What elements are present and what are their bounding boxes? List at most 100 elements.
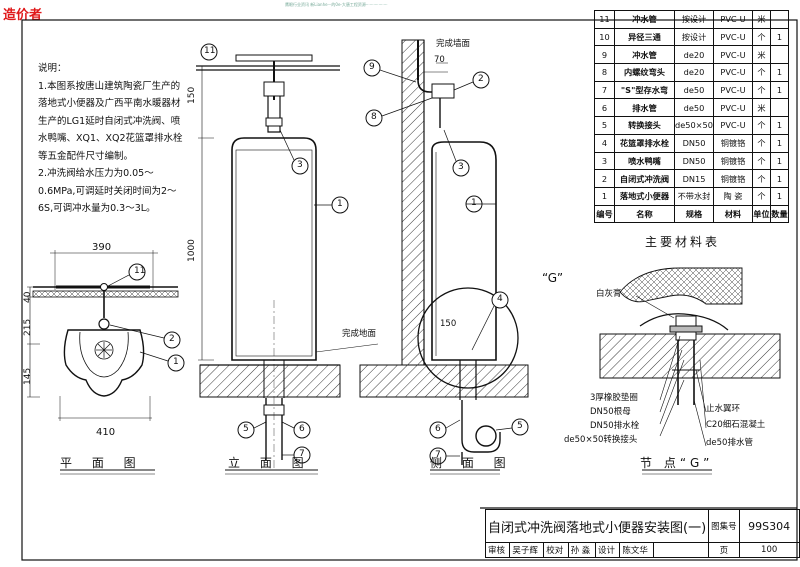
materials-cell: 8 [594, 63, 615, 82]
materials-cell: de20 [674, 63, 714, 82]
materials-cell: 个 [752, 186, 771, 206]
label-drain-plug: DN50排水栓 [590, 421, 640, 431]
materials-cell: de50 [674, 80, 714, 100]
materials-cell: 转换接头 [614, 116, 675, 135]
materials-cell: 2 [594, 169, 615, 188]
materials-cell: 铜镀铬 [713, 151, 753, 171]
materials-cell: 花篮罩排水栓 [614, 133, 675, 153]
title-block: 自闭式冲洗阀落地式小便器安装图(一) 图集号 99S304 审核 吴子辉 校对 … [484, 509, 800, 558]
materials-title: 主要材料表 [645, 235, 721, 249]
plan-view-title: 平 面 图 [60, 456, 144, 470]
label-adapter: de50×50转换接头 [564, 435, 638, 445]
detail-g-circle [417, 287, 519, 389]
materials-cell: PVC-U [713, 80, 753, 100]
materials-cell: de50×50 [674, 116, 714, 135]
materials-cell: 10 [594, 27, 615, 47]
label-g-callout: “G” [542, 271, 564, 285]
urinal-side-outline [431, 141, 497, 361]
materials-cell: 7 [594, 80, 615, 100]
materials-cell: 个 [752, 133, 771, 153]
materials-cell: de20 [674, 45, 714, 65]
materials-cell: 个 [752, 80, 771, 100]
label-gasket: 3厚橡胶垫圈 [590, 393, 638, 403]
label-drain-pipe: de50排水管 [706, 438, 753, 448]
dim-390-plan: 390 [92, 242, 112, 253]
review-label: 审核 [484, 542, 511, 558]
callout-3-side: 3 [458, 162, 464, 172]
materials-header-row: 编号名称规格材料单位数量 [594, 204, 789, 224]
materials-cell: 排水管 [614, 98, 675, 118]
label-white-cement: 白灰膏 [596, 289, 622, 299]
dim-70-side: 70 [434, 55, 445, 65]
materials-cell: PVC-U [713, 116, 753, 135]
materials-cell: 1 [770, 116, 789, 135]
callout-6-side: 6 [435, 424, 441, 434]
materials-cell: 11 [594, 10, 615, 29]
plan-wall [32, 290, 179, 298]
materials-cell: 自闭式冲洗阀 [614, 169, 675, 188]
materials-cell: 1 [594, 186, 615, 206]
node-view-title: 节 点“G” [640, 456, 714, 470]
callout-4-side: 4 [497, 294, 503, 304]
callout-5-side: 5 [517, 421, 523, 431]
materials-header-cell: 名称 [614, 204, 675, 224]
callout-5-front: 5 [243, 424, 249, 434]
callout-2-plan: 2 [169, 334, 175, 344]
callout-8-side: 8 [371, 112, 377, 122]
callout-11-plan: 11 [134, 266, 146, 276]
callout-3-front: 3 [297, 160, 303, 170]
materials-cell: 1 [770, 27, 789, 47]
callout-7-side: 7 [435, 450, 441, 460]
label-finished-wall: 完成墙面 [436, 39, 471, 49]
page-label: 页 [708, 542, 740, 558]
urinal-front-outline [231, 137, 317, 361]
side-view-title: 侧 面 图 [430, 456, 514, 470]
materials-cell [770, 45, 789, 65]
drawing-title: 自闭式冲洗阀落地式小便器安装图(一) [484, 509, 710, 543]
callout-6-front: 6 [299, 424, 305, 434]
materials-cell: 9 [594, 45, 615, 65]
callout-1-front: 1 [337, 199, 343, 209]
materials-cell: 1 [770, 186, 789, 206]
materials-cell: 3 [594, 151, 615, 171]
designer-name: 陈文华 [619, 542, 655, 558]
materials-cell: 异径三通 [614, 27, 675, 47]
materials-cell: 喷水鸭嘴 [614, 151, 675, 171]
dim-1000-front: 1000 [187, 239, 197, 262]
label-water-ring: 止水翼环 [706, 404, 741, 414]
label-flange: DN50根母 [590, 407, 631, 417]
materials-cell: DN50 [674, 151, 714, 171]
materials-header-cell: 数量 [770, 204, 789, 224]
reviewer-name: 吴子辉 [509, 542, 545, 558]
materials-cell: 落地式小便器 [614, 186, 675, 206]
checker-name: 孙 淼 [567, 542, 596, 558]
materials-cell: de50 [674, 98, 714, 118]
front-view-title: 立 面 图 [228, 456, 312, 470]
materials-cell: DN15 [674, 169, 714, 188]
callout-9-side: 9 [369, 62, 375, 72]
notes-block: 说明： 1.本图系按唐山建筑陶瓷厂生产的落地式小便器及广西平南水暖器材生产的LG… [38, 60, 186, 218]
materials-cell: 个 [752, 169, 771, 188]
materials-header-cell: 规格 [674, 204, 714, 224]
materials-cell: 米 [752, 98, 771, 118]
watermark-text: 造价者 [3, 8, 43, 23]
materials-cell: 陶 瓷 [713, 186, 753, 206]
materials-cell [770, 98, 789, 118]
materials-cell: 冲水管 [614, 10, 675, 29]
materials-cell: PVC-U [713, 98, 753, 118]
materials-cell: 不带水封 [674, 186, 714, 206]
materials-cell: 个 [752, 63, 771, 82]
materials-cell: 5 [594, 116, 615, 135]
materials-cell: 铜镀铬 [713, 133, 753, 153]
materials-cell: 个 [752, 116, 771, 135]
label-concrete: C20细石混凝土 [706, 420, 766, 430]
